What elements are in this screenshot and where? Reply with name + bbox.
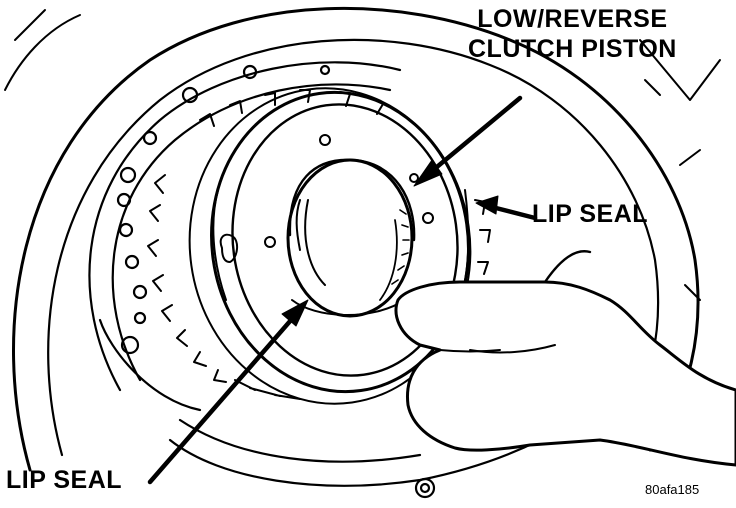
inner-lip-seal-label: LIP SEAL [6, 466, 123, 494]
piston-callout-line2: CLUTCH PISTON [468, 35, 677, 63]
case-retainer-ring [88, 61, 542, 487]
inner-lip-seal-leader-line [147, 309, 301, 485]
piston-callout-label: LOW/REVERSE CLUTCH PISTON [468, 4, 677, 64]
inner-lip-seal-arrowhead [281, 299, 309, 327]
callout-arrows [147, 95, 538, 485]
transmission-case [4, 6, 721, 472]
outer-lip-seal-arrowhead [475, 195, 499, 215]
technician-hand [394, 250, 736, 467]
outer-lip-seal-label: LIP SEAL [532, 200, 649, 228]
figure-id-label: 80afa185 [645, 482, 700, 497]
piston-center-bore [286, 158, 416, 318]
piston-leader-line [423, 95, 523, 179]
piston-arrowhead [413, 159, 443, 187]
bolt-holes [116, 64, 436, 499]
piston-callout-line1: LOW/REVERSE [477, 5, 668, 33]
